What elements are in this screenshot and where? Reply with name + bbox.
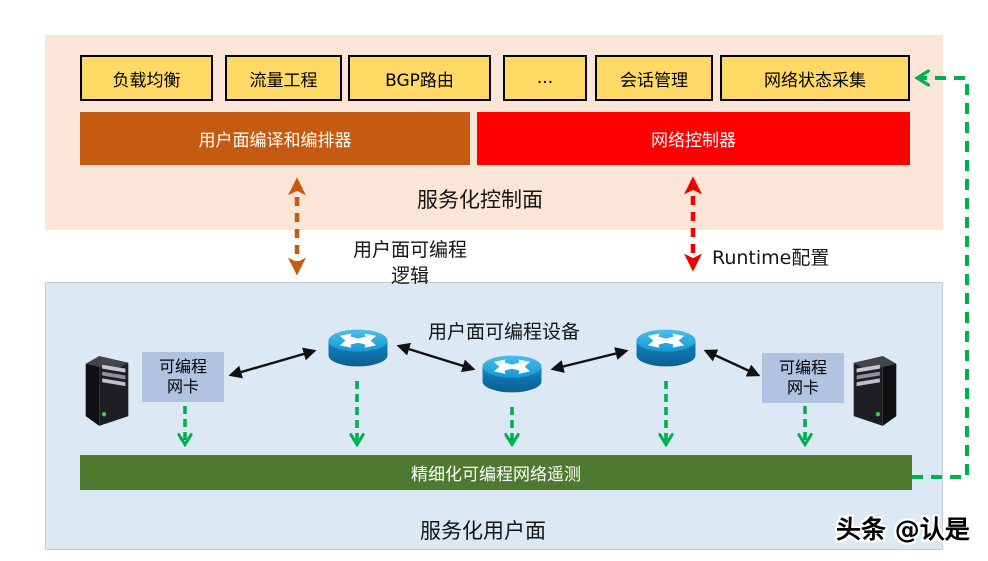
app-box-session-management: 会话管理 [595, 55, 713, 101]
nic-left-label-line1: 可编程 [158, 357, 207, 376]
nic-right-label-line2: 网卡 [786, 378, 819, 397]
programmable-logic-label: 用户面可编程 逻辑 [312, 237, 508, 289]
user-plane-panel [45, 282, 943, 550]
app-box-network-state-collection: 网络状态采集 [720, 55, 910, 101]
telemetry-bar: 精细化可编程网络遥测 [80, 455, 912, 490]
nic-box-right: 可编程 网卡 [762, 353, 844, 403]
programmable-logic-label-line1: 用户面可编程 [352, 239, 467, 261]
app-box-ellipsis: ... [503, 55, 587, 101]
runtime-config-label: Runtime配置 [712, 247, 830, 269]
programmable-logic-label-line2: 逻辑 [390, 265, 429, 287]
user-plane-title: 服务化用户面 [420, 519, 546, 543]
network-controller-bar: 网络控制器 [477, 112, 910, 165]
compiler-orchestrator-bar: 用户面编译和编排器 [80, 112, 470, 165]
watermark-text: 头条 @认是 [836, 515, 970, 544]
app-box-bgp-routing: BGP路由 [348, 55, 491, 101]
nic-left-label-line2: 网卡 [166, 377, 199, 396]
app-box-load-balancing: 负载均衡 [80, 55, 213, 101]
app-box-traffic-engineering: 流量工程 [225, 55, 342, 101]
control-plane-title: 服务化控制面 [417, 188, 543, 212]
programmable-devices-label: 用户面可编程设备 [428, 321, 581, 343]
nic-right-label-line1: 可编程 [778, 358, 827, 377]
nic-box-left: 可编程 网卡 [142, 352, 224, 402]
